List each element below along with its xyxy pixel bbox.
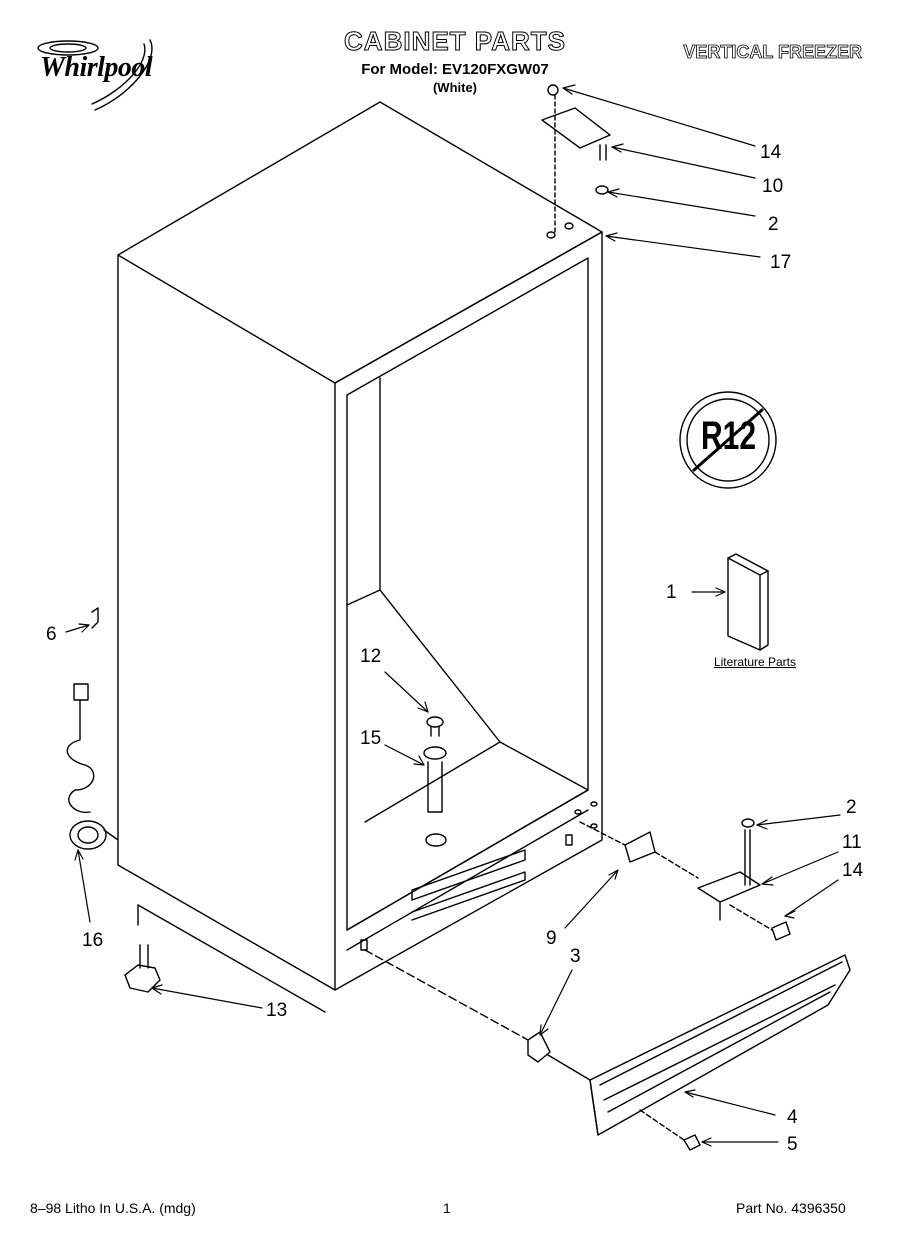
- leveling-leg-part-13: [124, 944, 161, 993]
- callout-6: 6: [46, 624, 57, 645]
- top-hinge-assembly: [541, 84, 611, 236]
- callout-2-top: 2: [768, 214, 779, 235]
- brand-name: Whirlpool: [40, 52, 153, 83]
- callout-5: 5: [787, 1134, 798, 1155]
- callout-16: 16: [82, 930, 104, 951]
- brand-logo: Whirlpool: [40, 52, 153, 84]
- callout-leaders: [65, 84, 841, 1147]
- cabinet-body: [117, 101, 603, 1013]
- callout-15: 15: [360, 728, 382, 749]
- product-category: VERTICAL FREEZER: [683, 42, 862, 63]
- footer-part-number: Part No. 4396350: [736, 1200, 846, 1216]
- bottom-hinge-assembly: [579, 818, 791, 941]
- callout-10: 10: [762, 176, 784, 197]
- badge-text: R12: [701, 414, 757, 458]
- page-title: CABINET PARTS: [344, 26, 566, 57]
- callout-11: 11: [842, 832, 862, 853]
- footer-print-info: 8–98 Litho In U.S.A. (mdg): [30, 1200, 196, 1216]
- power-cord-part-16: [66, 683, 119, 850]
- literature-parts-label: Literature Parts: [713, 655, 797, 669]
- callout-9: 9: [546, 928, 557, 949]
- callout-1: 1: [666, 582, 677, 603]
- literature-booklet-icon: [727, 553, 769, 651]
- callout-13: 13: [266, 1000, 288, 1021]
- callout-2-bottom: 2: [846, 797, 857, 818]
- callout-12: 12: [360, 646, 382, 667]
- no-r12-badge: [679, 391, 777, 489]
- toe-grille-part-4: [589, 954, 851, 1136]
- footer-page-number: 1: [443, 1200, 451, 1216]
- callout-3: 3: [570, 946, 581, 967]
- whirlpool-swirl-icon: [37, 39, 153, 111]
- callout-14-bottom: 14: [842, 860, 864, 881]
- callout-4: 4: [787, 1107, 798, 1128]
- clip-part-6: [91, 607, 99, 629]
- clip-part-3: [527, 1031, 551, 1063]
- callout-17: 17: [770, 252, 792, 273]
- drain-parts: [423, 716, 447, 813]
- model-color: (White): [432, 80, 478, 95]
- screw-part-5: [639, 1109, 701, 1151]
- model-number: For Model: EV120FXGW07: [361, 61, 549, 78]
- callout-14-top: 14: [760, 142, 782, 163]
